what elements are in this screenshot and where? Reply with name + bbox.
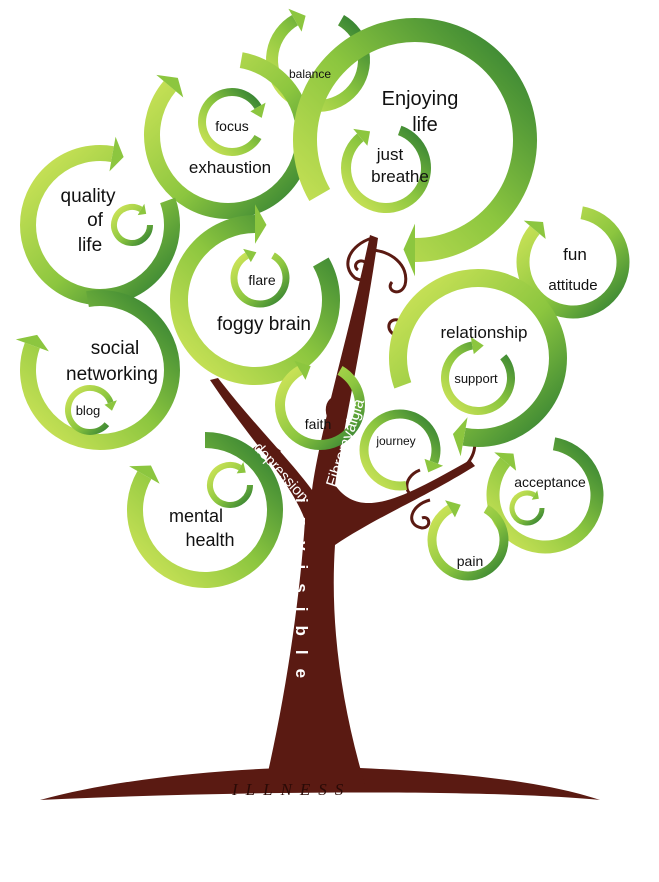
arrowhead-icon — [531, 490, 539, 500]
ring-flare — [230, 252, 290, 308]
arrowhead-icon — [104, 400, 117, 411]
label-enjoying: Enjoying — [382, 88, 459, 110]
ring-relationship — [389, 269, 567, 447]
label-acceptance: acceptance — [514, 474, 586, 490]
arrowhead-icon — [294, 360, 311, 380]
arrowhead-icon — [452, 417, 468, 457]
ring-quality-inner — [111, 204, 153, 246]
arrow-rings — [15, 8, 630, 588]
ring-support — [441, 341, 515, 415]
ring-mental-inner — [207, 462, 253, 508]
ring-mental-health — [127, 432, 283, 588]
label-support: support — [454, 371, 498, 386]
label-relationship: relationship — [441, 323, 528, 342]
arrowhead-icon — [470, 336, 484, 355]
label-exhaustion: exhaustion — [189, 158, 271, 177]
arrowhead-icon — [156, 74, 184, 98]
label-pain: pain — [457, 553, 483, 569]
ring-just-breathe — [341, 125, 431, 213]
label-social: social — [91, 338, 140, 359]
ring-social-networking — [20, 290, 180, 450]
label-journey: journey — [375, 434, 415, 448]
ring-labels: balance focus exhaustion Enjoying life j… — [61, 67, 598, 569]
ring-enjoying-life — [293, 18, 537, 262]
ring-acceptance-inner — [509, 490, 545, 526]
label-foggy-brain: foggy brain — [217, 314, 311, 335]
label-of: of — [87, 210, 104, 231]
ring-fun-attitude — [516, 206, 630, 319]
label-breathe: breathe — [371, 167, 429, 186]
arrowhead-icon — [494, 452, 517, 471]
arrowhead-icon — [129, 465, 160, 484]
ring-quality-of-life — [20, 145, 180, 305]
ground-label-illness: ILLNESS — [231, 780, 351, 799]
arrowhead-icon — [353, 128, 371, 146]
arrowhead-icon — [137, 203, 147, 216]
label-mental: mental — [169, 506, 223, 526]
trunk-label-invisible: invisible — [292, 498, 311, 692]
trunk — [210, 235, 475, 785]
ring-faith — [275, 366, 365, 450]
ring-pain — [427, 504, 509, 581]
label-life: life — [78, 235, 102, 256]
ring-exhaustion — [144, 52, 312, 219]
arrowhead-icon — [15, 334, 49, 352]
label-faith: faith — [305, 416, 331, 432]
label-fun: fun — [563, 245, 587, 264]
label-health: health — [185, 530, 234, 550]
ring-focus — [198, 88, 262, 156]
label-enjoying-life: life — [412, 114, 438, 136]
arrowhead-icon — [424, 458, 444, 473]
label-blog: blog — [76, 403, 101, 418]
arrowhead-icon — [445, 500, 461, 518]
ring-acceptance — [486, 437, 604, 554]
arrowhead-icon — [403, 223, 415, 277]
label-networking: networking — [66, 364, 158, 385]
arrowhead-icon — [236, 461, 246, 474]
ring-foggy-brain — [170, 215, 340, 385]
arrowhead-icon — [250, 102, 266, 118]
arrowhead-icon — [255, 204, 267, 244]
arrowhead-icon — [523, 220, 546, 240]
arrowhead-icon — [243, 248, 257, 263]
label-quality: quality — [61, 186, 116, 207]
label-just: just — [376, 145, 404, 164]
ring-journey — [359, 409, 441, 491]
ring-blog — [65, 385, 114, 435]
label-attitude: attitude — [548, 277, 597, 294]
label-focus: focus — [215, 118, 248, 134]
arrowhead-icon — [288, 8, 306, 32]
label-flare: flare — [248, 272, 275, 288]
label-balance: balance — [289, 67, 331, 81]
arrowhead-icon — [109, 136, 124, 172]
